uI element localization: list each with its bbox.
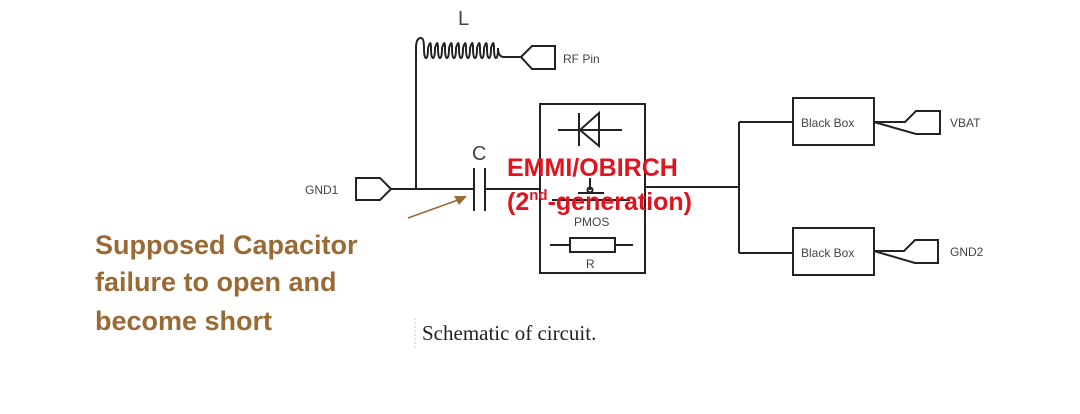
emmi-obirch-title: EMMI/OBIRCH <box>507 154 678 182</box>
annotation-line-3: become short <box>95 306 272 336</box>
inductor-label: L <box>458 8 469 30</box>
gnd1-label: GND1 <box>305 183 339 197</box>
resistor-label: R <box>586 257 595 271</box>
vbat-pin <box>873 110 941 135</box>
gnd1-pin <box>355 177 393 201</box>
pmos-symbol <box>552 178 630 201</box>
inductor-symbol <box>415 36 521 60</box>
rf-pin-label: RF Pin <box>563 52 600 66</box>
annotation-arrow <box>407 196 467 219</box>
device-box <box>539 103 646 274</box>
resistor-symbol <box>550 237 633 253</box>
rf-pin <box>519 45 556 70</box>
gnd2-pin <box>873 239 939 264</box>
generation-label: (2nd-generation) <box>507 187 692 216</box>
pmos-label: PMOS <box>574 215 609 229</box>
gnd2-label: GND2 <box>950 245 984 259</box>
black-box-2-label: Black Box <box>801 246 854 260</box>
annotation-line-2: failure to open and <box>95 267 337 297</box>
annotation-line-1: Supposed Capacitor <box>95 230 358 260</box>
vbat-label: VBAT <box>950 116 981 130</box>
capacitor-symbol <box>473 168 486 211</box>
caption: Schematic of circuit. <box>422 321 596 345</box>
main-wire-right <box>645 121 793 254</box>
capacitor-label: C <box>472 143 486 165</box>
diode-symbol <box>558 110 622 149</box>
black-box-1-label: Black Box <box>801 116 854 130</box>
